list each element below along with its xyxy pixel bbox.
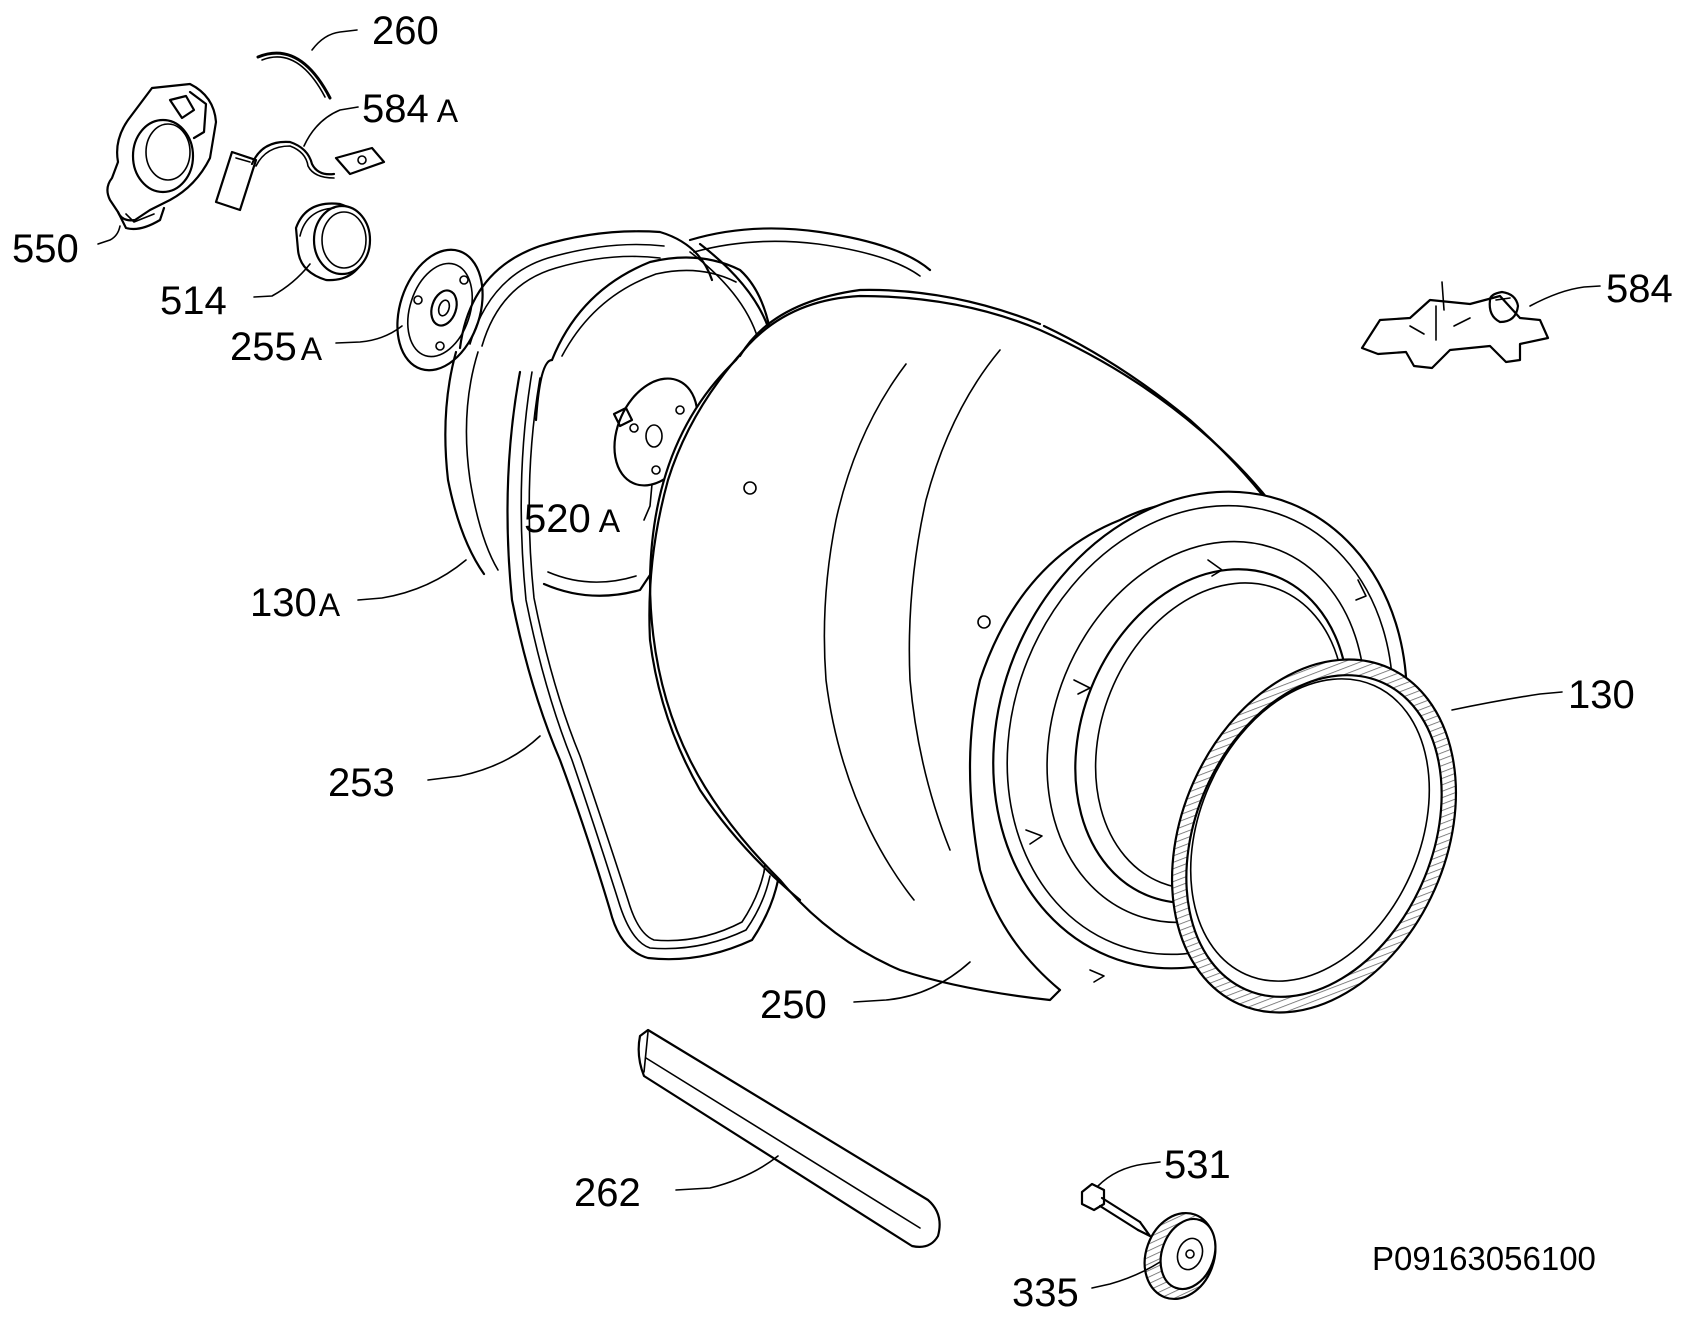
part-335-roller xyxy=(1143,1211,1217,1301)
part-550-bearing-bracket xyxy=(106,82,218,231)
leader-lines xyxy=(97,29,1601,1289)
part-584a-sensor xyxy=(214,140,386,212)
leader-520a xyxy=(643,483,653,521)
callout-130a: 130A xyxy=(250,581,341,625)
leader-130a xyxy=(357,559,467,601)
part-531-screw xyxy=(1080,1182,1152,1238)
part-262-bar xyxy=(637,1028,941,1248)
callout-531: 531 xyxy=(1164,1143,1231,1187)
callout-514: 514 xyxy=(160,279,227,323)
part-584-bracket xyxy=(1360,281,1550,370)
part-130a-rear-seal xyxy=(444,230,714,576)
callout-250: 250 xyxy=(760,983,827,1027)
callout-550: 550 xyxy=(12,227,79,271)
callout-253: 253 xyxy=(328,761,395,805)
leader-584a xyxy=(303,106,359,147)
part-130-front-seal xyxy=(1170,658,1458,1014)
diagram-code: P09163056100 xyxy=(1372,1240,1596,1277)
leader-130 xyxy=(1451,691,1563,711)
callout-335: 335 xyxy=(1012,1271,1079,1315)
callout-130: 130 xyxy=(1568,673,1635,717)
leader-550 xyxy=(97,225,121,245)
leader-253 xyxy=(427,735,541,781)
leader-255a xyxy=(335,325,403,344)
callout-262: 262 xyxy=(574,1171,641,1215)
part-260-wire xyxy=(256,51,332,100)
leader-250 xyxy=(853,961,971,1003)
leader-260 xyxy=(311,29,358,51)
callout-260: 260 xyxy=(372,9,439,53)
leader-531 xyxy=(1097,1161,1161,1187)
leader-584 xyxy=(1529,285,1601,307)
leader-514 xyxy=(253,263,311,298)
part-255a-flange xyxy=(396,248,484,372)
leader-262 xyxy=(675,1155,779,1191)
part-514-bearing-ring xyxy=(294,202,372,282)
callout-584: 584 xyxy=(1606,267,1673,311)
rear-drum-panel xyxy=(534,256,772,597)
leader-335 xyxy=(1091,1261,1161,1289)
